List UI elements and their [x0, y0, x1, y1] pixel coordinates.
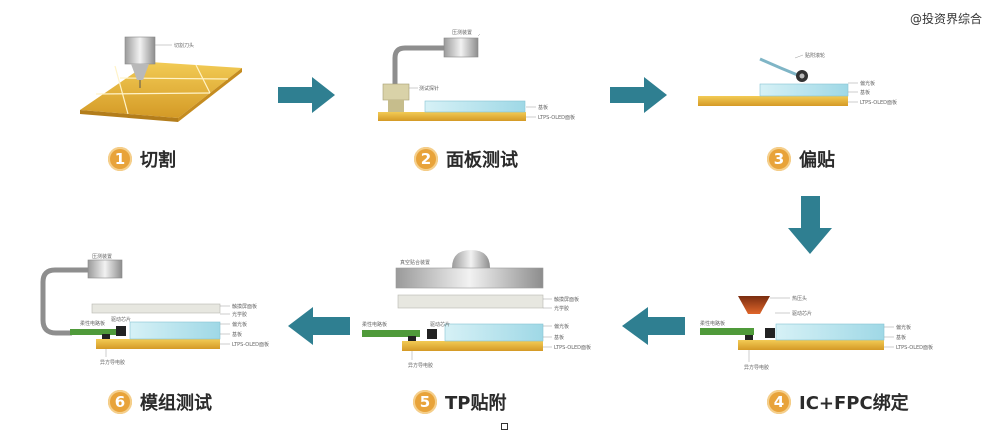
step-label: 偏贴 [799, 150, 835, 171]
label-head4: 热压头 [792, 295, 807, 302]
label-ltps6: LTPS-OLED面板 [232, 341, 269, 348]
small-square-mark [501, 423, 508, 430]
heat-head [738, 296, 770, 314]
step-label: 面板测试 [446, 150, 518, 171]
label-ltps4: LTPS-OLED面板 [896, 344, 933, 351]
arrow-left-icon [288, 307, 350, 345]
label-acf5: 异方导电胶 [408, 362, 433, 369]
step-badge: 1 [108, 147, 132, 171]
label-ic6: 驱动芯片 [111, 316, 131, 323]
label-tester: 压测装置 [452, 29, 472, 36]
label-cutter: 切割刀头 [174, 42, 194, 49]
step-5: 5 TP贴附 [413, 389, 506, 415]
step-3: 3 偏贴 [767, 146, 835, 172]
label-ic4: 驱动芯片 [792, 310, 812, 317]
arrow-down-icon [788, 196, 832, 254]
label-roller: 贴附滚轮 [805, 52, 825, 59]
substrate-base [378, 112, 526, 121]
step-badge: 3 [767, 147, 791, 171]
step-label: IC+FPC绑定 [799, 393, 909, 414]
label-oca6: 光学胶 [232, 311, 247, 318]
step6-illustration: 压测装置 柔性电路板 驱动芯片 触摸屏面板 光学胶 偏光板 基板 LTPS-OL… [40, 253, 269, 366]
label-tp5: 触摸屏面板 [554, 296, 579, 303]
step2-illustration: 压测装置 测试探针 基板 LTPS-OLED面板 [378, 29, 575, 121]
test-probe [382, 83, 410, 101]
touch-panel [397, 294, 544, 309]
step-2: 2 面板测试 [414, 146, 518, 172]
step5-illustration: 真空贴合装置 触摸屏面板 光学胶 柔性电路板 驱动芯片 偏光板 基板 LTPS-… [362, 250, 591, 369]
tester-cable [392, 45, 444, 84]
label-pol6: 偏光板 [232, 321, 247, 328]
arrow-right-icon [610, 77, 667, 113]
vacuum-press [452, 250, 490, 268]
label-oca5: 光学胶 [554, 305, 569, 312]
label-tp6: 触摸屏面板 [232, 303, 257, 310]
label-sub6: 基板 [232, 331, 242, 338]
label-tester6: 压测装置 [92, 253, 112, 260]
label-pol5: 偏光板 [554, 323, 569, 330]
label-ltps5: LTPS-OLED面板 [554, 344, 591, 351]
tester-cable-6 [40, 267, 88, 336]
label-sub4: 基板 [896, 334, 906, 341]
label-acf6: 异方导电胶 [100, 359, 125, 366]
step-1: 1 切割 [108, 146, 176, 172]
label-sub5: 基板 [554, 334, 564, 341]
step-badge: 4 [767, 390, 791, 414]
label-pol4: 偏光板 [896, 324, 911, 331]
label-press5: 真空贴合装置 [400, 259, 430, 266]
watermark: @投资界综合 [909, 12, 982, 26]
step1-illustration: 切割刀头 [80, 36, 242, 122]
label-fpc5: 柔性电路板 [362, 321, 387, 328]
flow-arrows [278, 77, 832, 345]
step-4: 4 IC+FPC绑定 [767, 389, 909, 415]
label-ltps: LTPS-OLED面板 [538, 114, 575, 121]
fpc-board [700, 328, 754, 335]
label-substrate: 基板 [860, 89, 870, 96]
step-badge: 5 [413, 390, 437, 414]
label-polarizer: 偏光板 [860, 80, 875, 87]
label-ic5: 驱动芯片 [430, 321, 450, 328]
label-acf4: 异方导电胶 [744, 364, 769, 371]
tester-unit [443, 37, 479, 58]
cutter-head [124, 36, 156, 65]
polarizer-film [759, 57, 801, 78]
label-glass: 基板 [538, 104, 548, 111]
step-badge: 6 [108, 390, 132, 414]
step-label: 切割 [140, 150, 176, 171]
ic-chip [765, 328, 775, 338]
label-probe: 测试探针 [419, 85, 439, 92]
arrow-right-icon [278, 77, 335, 113]
step-label: TP贴附 [445, 393, 507, 414]
label-fpc4: 柔性电路板 [700, 320, 725, 327]
step-badge: 2 [414, 147, 438, 171]
step3-illustration: 贴附滚轮 偏光板 基板 LTPS-OLED面板 [698, 52, 897, 106]
glass-panel [424, 100, 526, 113]
tester-unit-6 [87, 259, 123, 279]
label-ltps3: LTPS-OLED面板 [860, 99, 897, 106]
arrow-left-icon [622, 307, 685, 345]
step-label: 模组测试 [140, 393, 212, 414]
step4-illustration: 热压头 柔性电路板 驱动芯片 偏光板 基板 LTPS-OLED面板 异方导电胶 [700, 295, 933, 371]
label-fpc6: 柔性电路板 [80, 320, 105, 327]
step-6: 6 模组测试 [108, 389, 212, 415]
